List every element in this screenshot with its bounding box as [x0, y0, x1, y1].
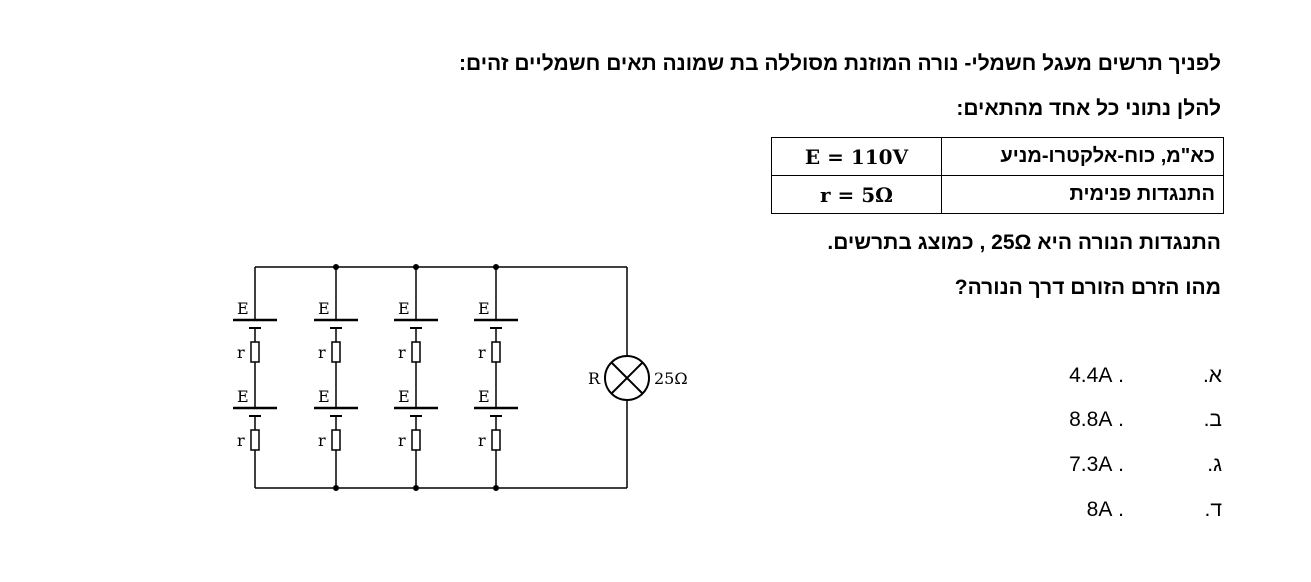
internal-resistor — [411, 429, 421, 451]
answer-option-d[interactable]: ד. . 8A — [1040, 498, 1222, 528]
answer-option-a[interactable]: א. . 4.4A — [1040, 364, 1222, 394]
option-text: . 4.4A — [1069, 364, 1124, 387]
question-cell-data-heading: להלן נתוני כל אחד מהתאים: — [956, 97, 1221, 120]
internal-resistor — [250, 429, 260, 451]
circuit-wires — [255, 266, 628, 489]
resistance-label: r — [318, 343, 326, 362]
internal-resistor — [491, 341, 501, 363]
battery-cell: Er — [233, 299, 277, 408]
param-label: כא"מ, כוח-אלקטרו-מניע — [941, 137, 1224, 176]
option-text: . 8A — [1086, 498, 1124, 521]
emf-label: E — [237, 387, 249, 406]
emf-label: E — [478, 299, 490, 318]
table-row: כא"מ, כוח-אלקטרו-מניע E = 110V — [771, 137, 1224, 176]
table-row: התנגדות פנימית r = 5Ω — [771, 175, 1224, 214]
resistance-label: r — [398, 343, 406, 362]
battery-cell: Er — [233, 387, 277, 455]
cell-parameters-table: כא"מ, כוח-אלקטרו-מניע E = 110V התנגדות פ… — [771, 137, 1224, 214]
battery-cell: Er — [314, 299, 358, 408]
emf-label: E — [318, 299, 330, 318]
resistance-label: r — [237, 343, 245, 362]
emf-label: E — [237, 299, 249, 318]
option-text: . 7.3A — [1069, 453, 1124, 476]
internal-resistor — [331, 341, 341, 363]
option-letter: ג. — [1207, 453, 1222, 476]
resistance-label: r — [318, 431, 326, 450]
resistance-label: r — [237, 431, 245, 450]
battery-cell: Er — [474, 387, 518, 455]
battery-cell: Er — [394, 387, 438, 455]
question-intro: לפניך תרשים מעגל חשמלי- נורה המוזנת מסול… — [459, 52, 1221, 75]
param-value: E = 110V — [771, 137, 942, 176]
internal-resistor — [331, 429, 341, 451]
resistance-label: r — [478, 431, 486, 450]
emf-label: E — [398, 299, 410, 318]
battery-cell: Er — [314, 387, 358, 455]
internal-resistor — [250, 341, 260, 363]
param-label: התנגדות פנימית — [941, 175, 1224, 214]
question-prompt: מהו הזרם הזורם דרך הנורה? — [954, 276, 1221, 299]
battery-cell: Er — [394, 299, 438, 408]
emf-label: E — [318, 387, 330, 406]
option-text: . 8.8A — [1069, 408, 1124, 431]
question-lamp-resistance: התנגדות הנורה היא 25Ω , כמוצג בתרשים. — [827, 231, 1221, 254]
resistance-label: r — [478, 343, 486, 362]
param-value: r = 5Ω — [771, 175, 942, 214]
option-letter: ב. — [1203, 408, 1222, 431]
battery-cell: Er — [474, 299, 518, 408]
lamp: R 25Ω — [588, 355, 688, 401]
lamp-label: R — [588, 369, 601, 388]
emf-label: E — [478, 387, 490, 406]
option-letter: ד. — [1204, 498, 1222, 521]
answer-option-c[interactable]: ג. . 7.3A — [1040, 453, 1222, 483]
internal-resistor — [491, 429, 501, 451]
internal-resistor — [411, 341, 421, 363]
answer-option-b[interactable]: ב. . 8.8A — [1040, 408, 1222, 438]
lamp-resistance-label: 25Ω — [654, 369, 688, 388]
emf-label: E — [398, 387, 410, 406]
option-letter: א. — [1202, 364, 1222, 387]
resistance-label: r — [398, 431, 406, 450]
